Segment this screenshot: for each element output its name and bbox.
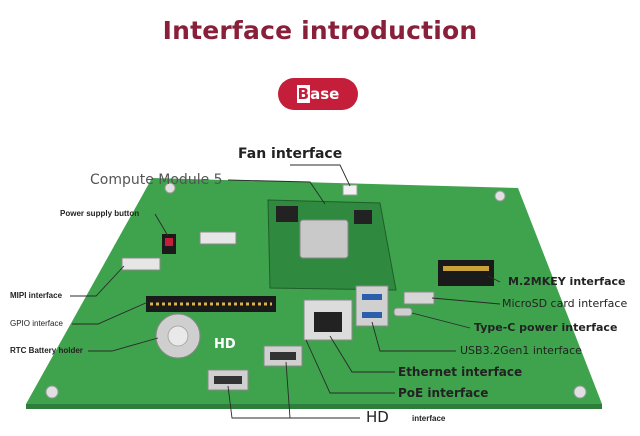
leader-fan: [290, 164, 351, 187]
mipi-connector: [121, 257, 161, 271]
usb-port-tongue: [362, 312, 382, 318]
hdmi-port-opening: [214, 376, 242, 384]
leader-ethernet: [329, 335, 395, 373]
m2-slot-pins: [443, 266, 489, 271]
mount-hole: [494, 190, 506, 202]
leader-mipi: [70, 265, 125, 297]
mipi-connector: [199, 231, 237, 245]
page-title: Interface introduction: [162, 16, 478, 45]
leader-rtc: [88, 337, 159, 352]
usb-port: [355, 285, 389, 327]
leader-usb: [371, 321, 456, 352]
silkscreen-logo: HD: [214, 337, 236, 352]
typec-port: [393, 307, 413, 317]
label-hd: HD: [366, 408, 389, 426]
leader-hd2: [227, 385, 300, 419]
rtc-battery-center: [167, 325, 189, 347]
label-microsd: MicroSD card interface: [502, 297, 628, 310]
hdmi-port-opening: [270, 352, 296, 360]
power-button-cap: [165, 238, 173, 246]
label-mipi: MIPI interface: [10, 291, 63, 300]
leader-typec: [411, 312, 471, 329]
label-typec: Type-C power interface: [474, 321, 618, 334]
mount-hole: [164, 182, 176, 194]
label-power-button: Power supply button: [60, 209, 140, 218]
leader-poe: [305, 339, 395, 394]
cm-shield: [299, 219, 349, 259]
cm-chip: [276, 206, 298, 222]
leader-m2: [487, 275, 501, 283]
usb-port-tongue: [362, 294, 382, 300]
ethernet-port-opening: [314, 312, 342, 332]
m2-slot: [438, 260, 494, 286]
gpio-header: [146, 296, 276, 312]
mount-hole: [573, 385, 587, 399]
microsd-slot: [403, 291, 435, 305]
fan-connector: [342, 184, 358, 196]
leader-cm5: [227, 179, 326, 205]
cm-chip: [354, 210, 372, 224]
label-hd-interface: interface: [412, 414, 446, 423]
pcb-board-edge: [26, 404, 602, 409]
label-compute-module: Compute Module 5: [90, 172, 223, 188]
label-m2: M.2MKEY interface: [508, 275, 626, 288]
leader-power: [154, 213, 169, 237]
label-ethernet: Ethernet interface: [398, 365, 523, 379]
label-rtc: RTC Battery holder: [10, 346, 83, 355]
badge-text: ase plate: [296, 85, 340, 135]
label-fan-interface: Fan interface: [238, 146, 343, 162]
mount-hole: [45, 385, 59, 399]
label-usb: USB3.2Gen1 interface: [460, 344, 582, 357]
label-gpio: GPIO interface: [10, 319, 63, 328]
label-poe: PoE interface: [398, 386, 489, 400]
badge-first-letter: B: [296, 85, 311, 103]
leader-microsd: [431, 297, 501, 305]
base-plate-badge: Base plate: [278, 78, 358, 135]
leader-gpio: [72, 301, 149, 325]
